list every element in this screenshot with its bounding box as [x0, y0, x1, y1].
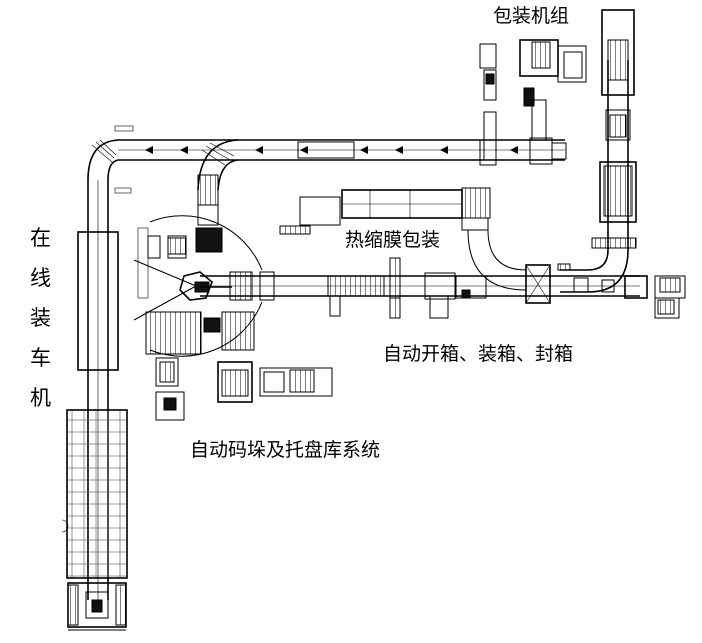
- label-palletizing: 自动码垛及托盘库系统: [190, 439, 380, 461]
- label-truck-loader: 在 线 装 车 机: [30, 226, 51, 410]
- right-vertical-line: [557, 9, 637, 293]
- label-shrink-wrap: 热缩膜包装: [345, 229, 440, 251]
- loader-char: 机: [30, 386, 51, 410]
- truck-loader: [61, 180, 128, 631]
- shrink-wrap-line: [279, 187, 527, 291]
- palletizer: [133, 215, 333, 421]
- curve-to-palletizer: [195, 139, 239, 253]
- label-packing-unit: 包装机组: [493, 5, 569, 27]
- flow-arrows: [145, 146, 518, 154]
- top-conveyor: [118, 137, 567, 166]
- main-line: [200, 257, 640, 319]
- curve-to-loader: [87, 125, 134, 194]
- loader-char: 线: [30, 266, 51, 290]
- loader-char: 车: [30, 346, 51, 370]
- right-end-units: [624, 275, 686, 319]
- loader-char: 在: [30, 226, 51, 250]
- packing-unit: [479, 39, 587, 161]
- label-case-operations: 自动开箱、装箱、封箱: [383, 343, 573, 365]
- loader-char: 装: [30, 306, 51, 330]
